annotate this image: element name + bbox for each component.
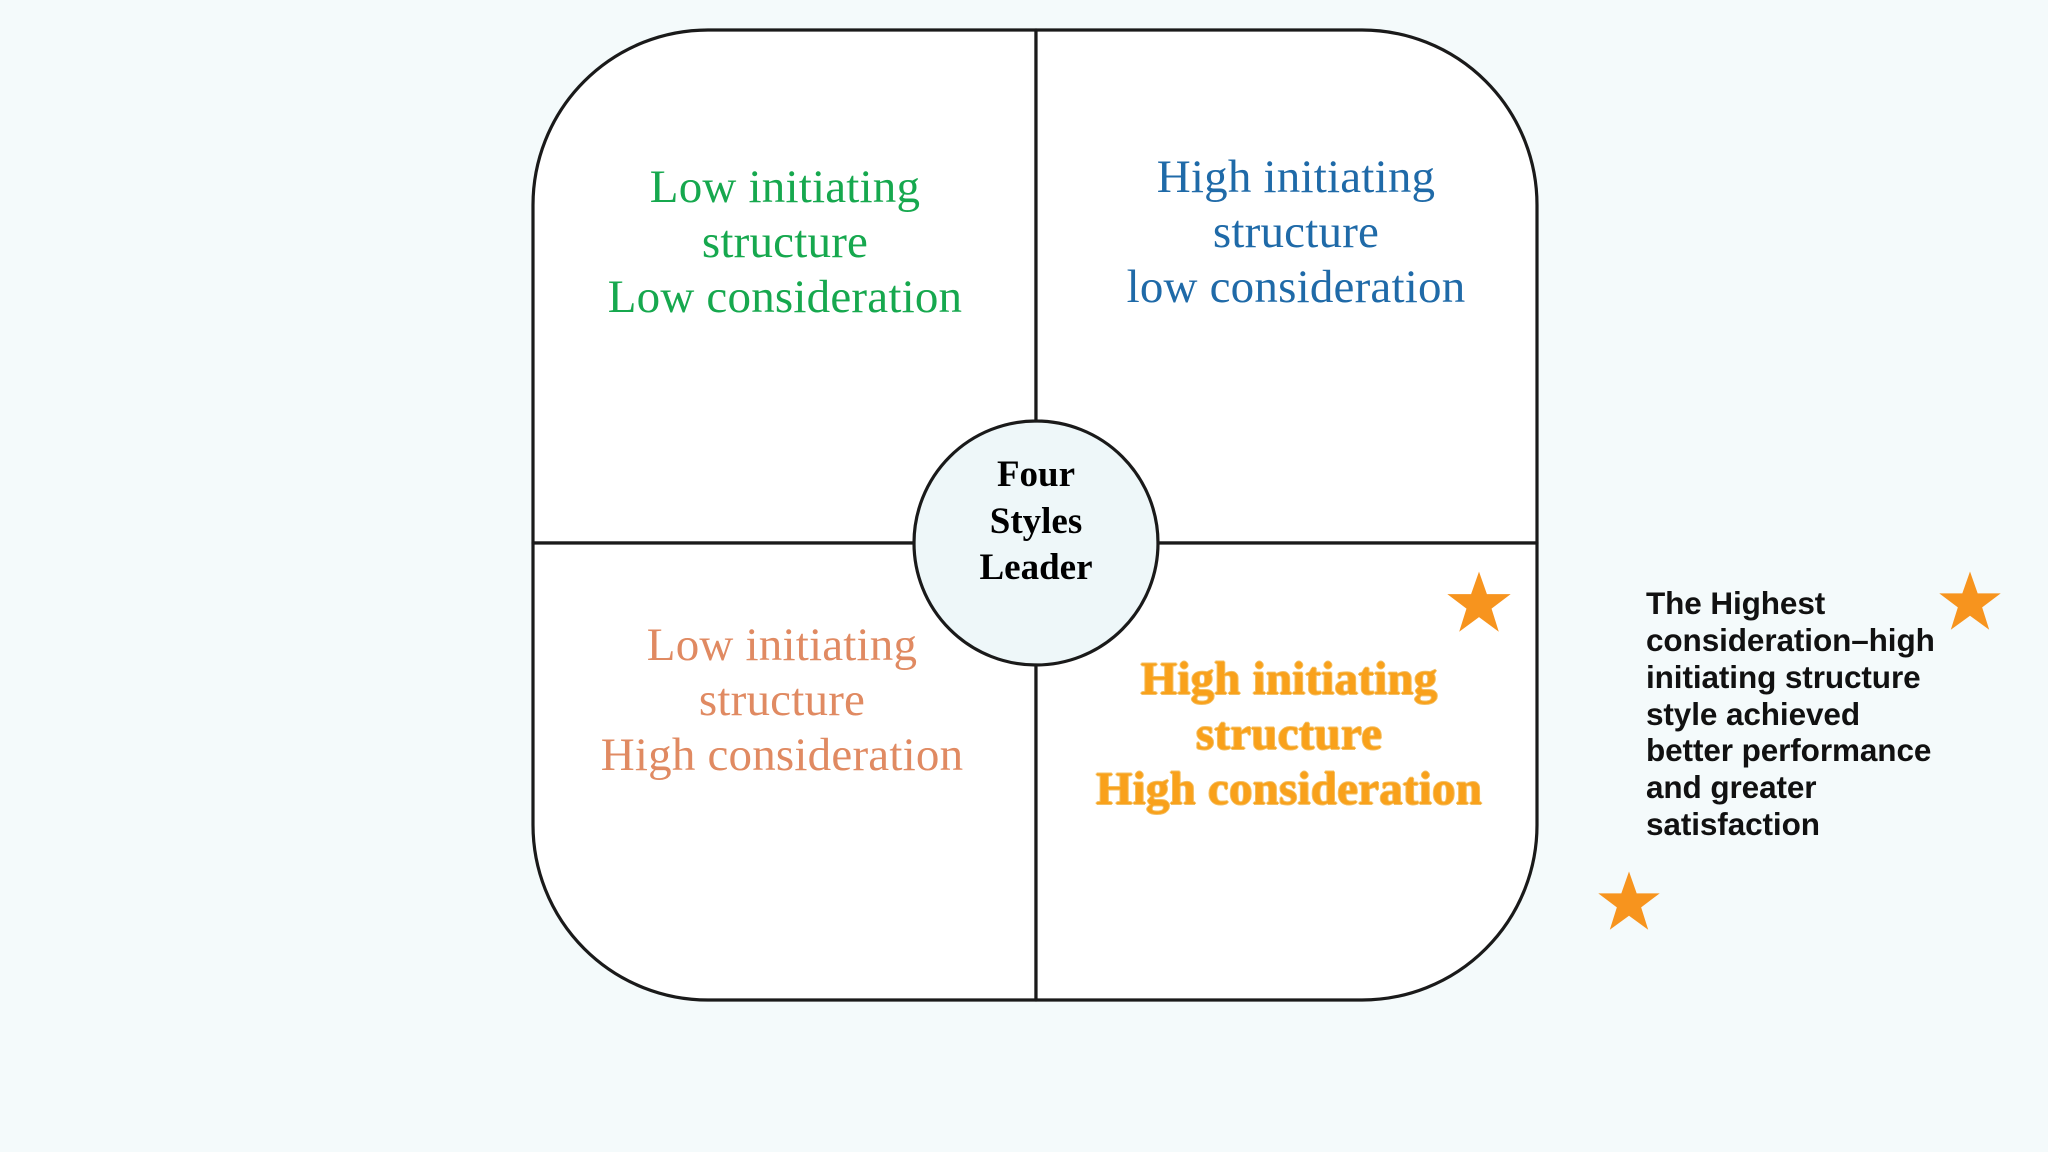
callout-line: and greater — [1646, 769, 1817, 806]
star-icon — [1447, 571, 1511, 632]
quadrant-top-left-shape[interactable] — [531, 28, 1038, 545]
callout-line: satisfaction — [1646, 806, 1820, 843]
callout-line: style achieved — [1646, 695, 1860, 732]
quadrant-bottom-right-shape[interactable] — [1034, 541, 1539, 1002]
quadrant-label-bottom-right: High initiating structure High considera… — [1095, 653, 1483, 815]
star-icon — [1939, 571, 2001, 630]
star-icon — [1598, 871, 1660, 930]
quadrant-bottom-left-shape[interactable] — [531, 541, 1038, 1002]
center-diamond-shape — [914, 421, 1158, 665]
quadrant-label-bottom-left: Low initiating structure High considerat… — [600, 619, 964, 781]
quadrant-label-top-left: Low initiating structure Low considerati… — [607, 161, 963, 323]
center-label-four-styles-leader: Four Styles Leader — [979, 454, 1093, 589]
callout-line: consideration–high — [1646, 621, 1935, 658]
callout-text-block: The Highest consideration–high initiatin… — [1646, 585, 2026, 843]
callout-line: The Highest — [1646, 585, 1826, 621]
callout-line: better performance — [1646, 732, 1932, 769]
callout-line: initiating structure — [1646, 658, 1921, 695]
quadrant-label-top-right: High initiating structure low considerat… — [1126, 151, 1466, 313]
quadrant-top-right-shape[interactable] — [1034, 28, 1539, 545]
